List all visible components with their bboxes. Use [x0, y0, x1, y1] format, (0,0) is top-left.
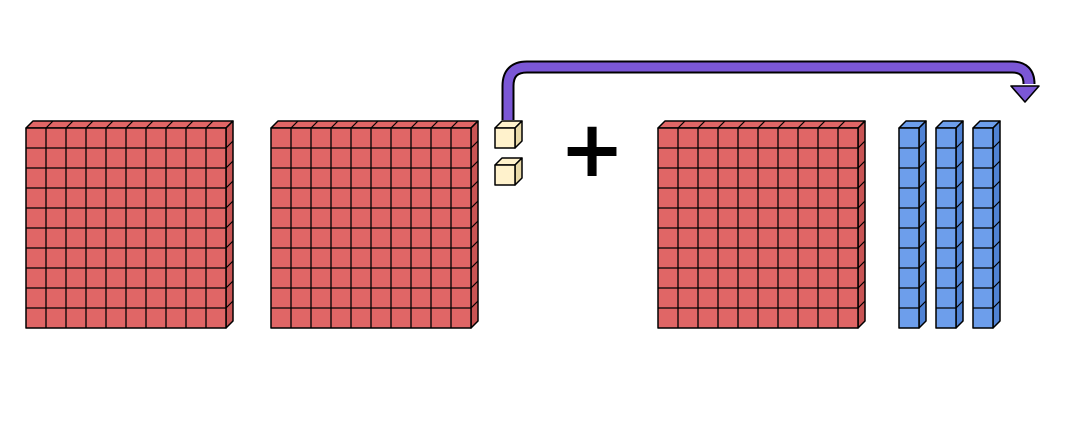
arrow-shaft	[503, 62, 1034, 120]
hundred-flat-left-2	[270, 120, 479, 329]
hundred-flat-right-1	[657, 120, 866, 329]
plus-operator: +	[559, 105, 624, 195]
ten-rod-right-1	[898, 120, 927, 329]
ten-rod-right-2	[935, 120, 964, 329]
hundred-flat-left-1	[25, 120, 234, 329]
ten-rod-right-3	[972, 120, 1001, 329]
right-block-group	[657, 120, 1001, 329]
unit-cube-left-1	[494, 120, 523, 149]
unit-cube-left-2	[494, 157, 523, 186]
left-block-group	[25, 120, 523, 329]
regroup-arrow	[501, 60, 1040, 120]
arrow-head-icon	[1010, 85, 1040, 103]
